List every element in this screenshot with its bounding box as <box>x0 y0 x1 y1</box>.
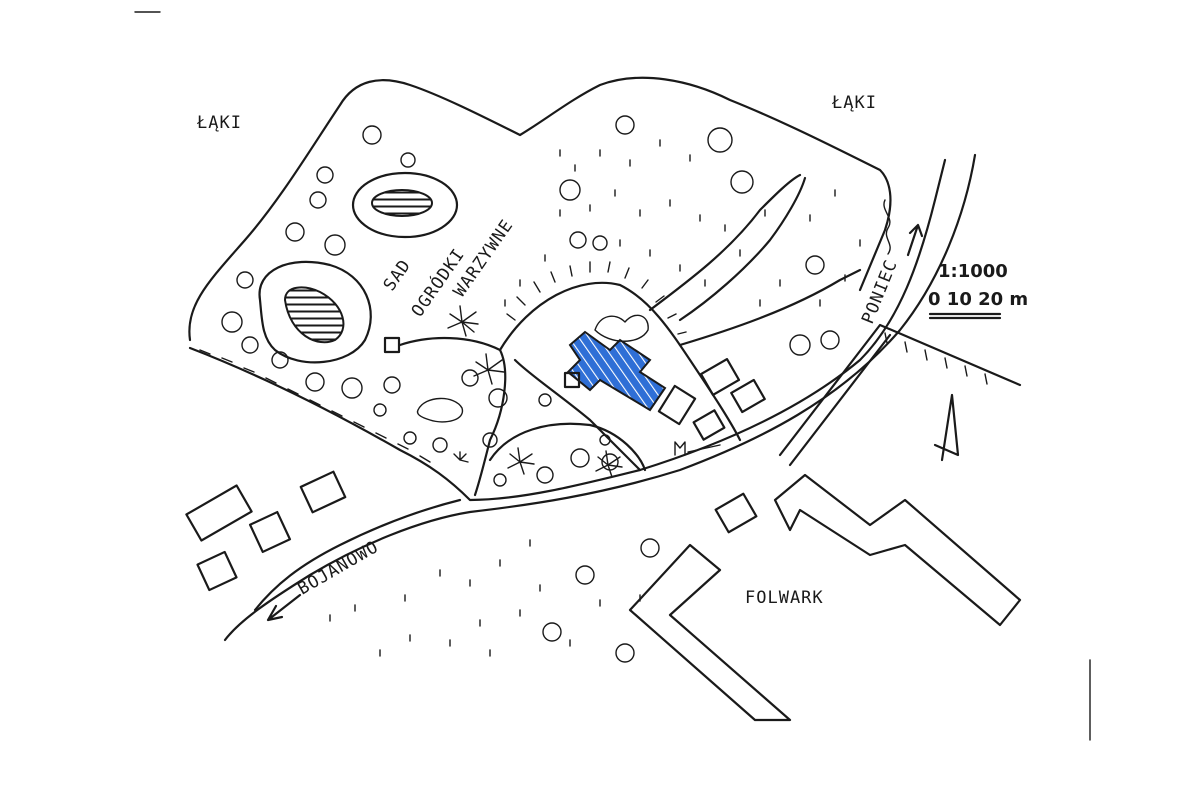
road-edge-upper <box>188 158 947 502</box>
shrubs <box>447 305 623 478</box>
scale-bar-label: 0 10 20 m <box>928 289 1028 310</box>
farm-building <box>628 543 792 722</box>
farm-building <box>773 473 1022 627</box>
outbuilding <box>730 378 766 414</box>
manor-porch <box>563 371 581 389</box>
garden-path <box>678 268 862 347</box>
north-arrow-icon <box>933 393 960 462</box>
manor-terrace <box>594 314 649 342</box>
pond-water <box>371 189 433 217</box>
slope-hatching <box>506 261 687 335</box>
manor-wing <box>657 384 697 426</box>
label-orchard: SAD <box>380 256 416 295</box>
gate-structure <box>674 441 721 456</box>
outbuilding <box>692 409 726 441</box>
scale-ratio: 1:1000 <box>938 261 1008 282</box>
village-building <box>196 550 238 592</box>
grass-marks <box>329 139 861 657</box>
arrow-bojanowo-icon <box>266 593 302 622</box>
hedge-line <box>883 199 891 255</box>
road-bojanowo-edge <box>253 498 462 612</box>
label-farm: FOLWARK <box>745 588 824 608</box>
small-pond <box>416 397 464 423</box>
garden-path <box>678 176 807 322</box>
trees <box>221 115 840 663</box>
village-building <box>714 492 758 534</box>
village-building <box>299 470 347 514</box>
scale-bar <box>928 312 1002 320</box>
village-building <box>248 510 292 554</box>
road-edge-lower <box>223 153 977 642</box>
side-fence <box>884 332 988 385</box>
arrow-poniec-icon <box>906 223 924 257</box>
pond-water <box>283 286 345 344</box>
pond-outline <box>351 171 459 239</box>
garden-path <box>488 422 647 472</box>
outbuilding <box>699 358 741 396</box>
label-meadows-left: ŁĄKI <box>196 113 242 133</box>
label-meadows-right: ŁĄKI <box>831 93 877 113</box>
pond-outline <box>258 260 372 364</box>
garden-path <box>648 173 802 312</box>
garden-path <box>498 281 742 442</box>
village-building <box>185 484 253 542</box>
park-boundary <box>188 76 892 342</box>
manor-house <box>566 330 667 412</box>
label-road-poniec: PONIEC <box>858 257 902 327</box>
garden-path <box>513 358 642 472</box>
garden-path <box>398 336 507 497</box>
fence-line <box>199 349 431 463</box>
poniec-side-road <box>778 323 1022 467</box>
small-structure <box>383 336 401 354</box>
